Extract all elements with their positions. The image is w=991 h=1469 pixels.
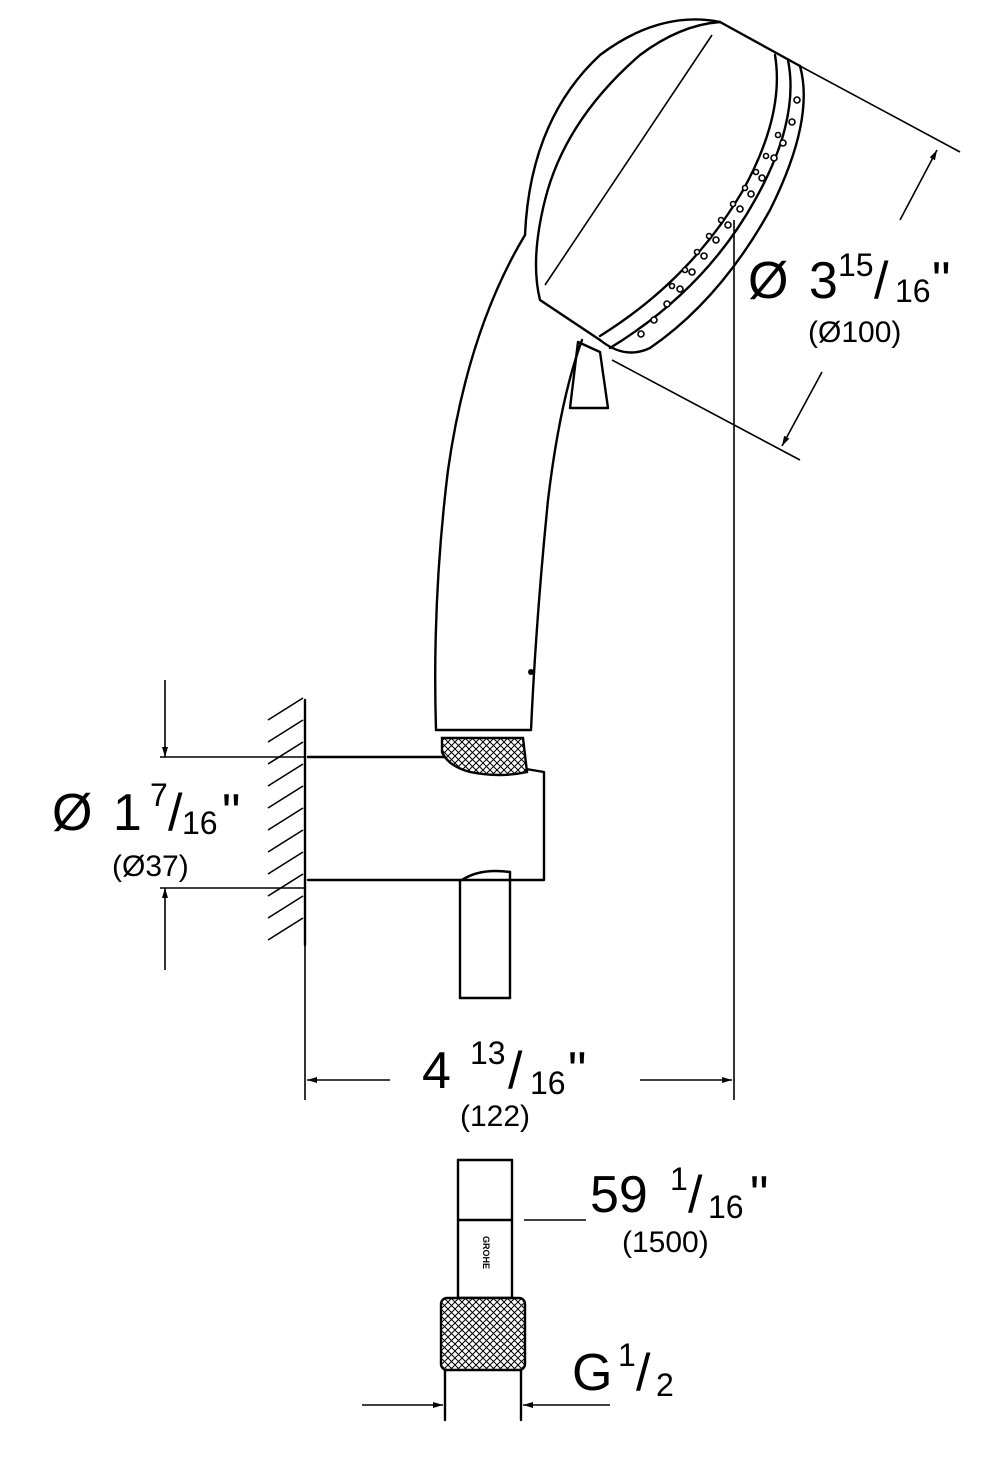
holder-diameter-inch-mark: " (222, 784, 240, 842)
projection-metric: (122) (460, 1100, 530, 1133)
projection-inch-mark: " (568, 1042, 586, 1100)
holder-knurled-nut (440, 736, 529, 777)
holder-diameter-dimension: Ø 1 7 / 16 " (Ø37) (52, 680, 305, 970)
wall-hatching (267, 697, 304, 941)
holder-diameter-metric: (Ø37) (112, 850, 189, 883)
projection-dimension: 4 13 / 16 " (122) (304, 945, 732, 1133)
head-diameter-whole: 3 (809, 252, 838, 310)
head-diameter-inch-mark: " (932, 252, 950, 310)
hose-length-inch-mark: " (750, 1166, 768, 1224)
projection-denominator: 16 (530, 1065, 566, 1101)
hose-length-metric: (1500) (622, 1226, 709, 1259)
hose-length-whole: 59 (590, 1166, 648, 1224)
svg-text:/: / (688, 1166, 703, 1224)
thread-prefix: G (572, 1344, 612, 1402)
hose-logo: GROHE (481, 1236, 491, 1269)
svg-text:/: / (874, 252, 889, 310)
head-diameter-symbol: Ø (748, 252, 788, 310)
svg-text:Ø 1: Ø 1 (52, 784, 142, 842)
head-diameter-dimension: Ø 3 15 / 16 " (Ø100) (611, 65, 961, 461)
hose: GROHE (443, 1158, 523, 1422)
svg-text:/: / (168, 784, 183, 842)
head-diameter-numerator: 15 (838, 247, 874, 283)
thread-denominator: 2 (656, 1367, 674, 1403)
projection-whole: 4 (422, 1042, 451, 1100)
wall (267, 697, 307, 947)
holder-diameter-denominator: 16 (182, 805, 218, 841)
head-diameter-denominator: 16 (895, 273, 931, 309)
svg-text:Ø 3: Ø 3 (748, 252, 838, 310)
hose-length-numerator: 1 (670, 1161, 688, 1197)
hose-length-dimension: 59 1 / 16 " (1500) (524, 1161, 768, 1259)
holder-diameter-symbol: Ø (52, 784, 92, 842)
thread-numerator: 1 (618, 1337, 636, 1373)
hand-shower (434, 18, 805, 732)
hose-length-denominator: 16 (708, 1189, 744, 1225)
projection-numerator: 13 (470, 1035, 506, 1071)
holder-diameter-numerator: 7 (150, 777, 168, 813)
svg-text:/: / (636, 1344, 651, 1402)
hose-knurled-nut (439, 1296, 527, 1372)
wall-holder (306, 755, 546, 1000)
svg-text:/: / (508, 1042, 523, 1100)
head-diameter-metric: (Ø100) (808, 316, 901, 349)
nozzles (637, 96, 801, 338)
holder-diameter-whole: 1 (113, 784, 142, 842)
thread-dimension: G 1 / 2 (362, 1337, 674, 1408)
